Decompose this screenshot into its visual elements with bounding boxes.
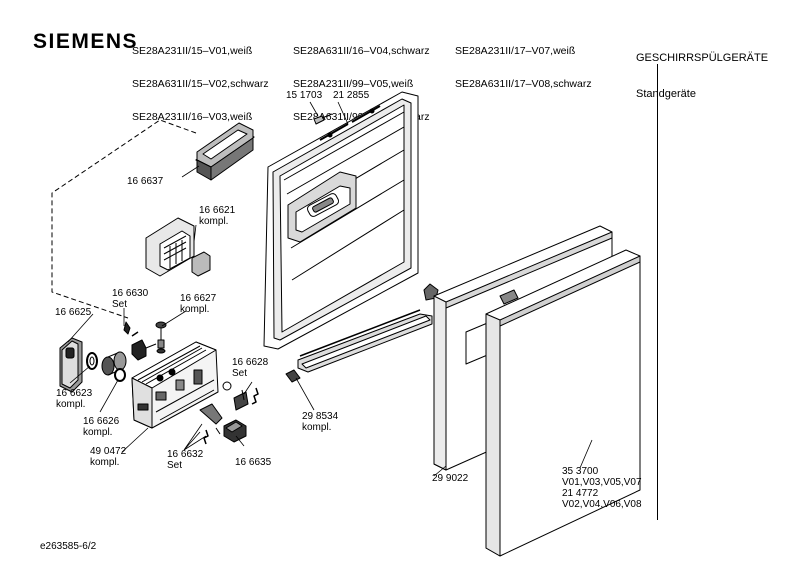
label-353700: 35 3700 V01,V03,V05,V07 21 4772 V02,V04,… <box>562 466 642 510</box>
page-divider <box>657 64 658 520</box>
dispenser-cover-166621 <box>145 217 211 277</box>
category-line: Standgeräte <box>636 88 696 100</box>
lid-part-166625 <box>59 337 83 393</box>
inner-door-panel <box>263 91 419 350</box>
brand-logo: SIEMENS <box>33 30 139 53</box>
model-line: SE28A631II/15–V02,schwarz <box>132 78 269 90</box>
screw-151703 <box>313 113 333 125</box>
front-panel-353700 <box>485 249 641 557</box>
category-line: GESCHIRRSPÜLGERÄTE <box>636 52 769 64</box>
label-166626: 16 6626 kompl. <box>83 416 120 438</box>
lever-set-166632 <box>199 403 223 445</box>
handle-bar-298534 <box>285 283 439 383</box>
assembly-dashed-line <box>51 119 197 319</box>
label-166635: 16 6635 <box>235 457 272 468</box>
spring-set-166630 <box>123 321 139 337</box>
label-299022: 29 9022 <box>432 473 469 484</box>
model-list-col1: SE28A231II/15–V01,weiß SE28A631II/15–V02… <box>132 24 269 134</box>
valve-166627 <box>155 321 167 354</box>
model-line: SE28A231II/15–V01,weiß <box>132 45 253 57</box>
label-151703: 15 1703 <box>286 90 323 101</box>
seal-ring-166623 <box>86 352 98 370</box>
gasket-frame-166637 <box>195 122 255 181</box>
label-212855: 21 2855 <box>333 90 370 101</box>
dispenser-housing-490472 <box>131 341 219 429</box>
model-line: SE28A231II/16–V03,weiß <box>132 111 253 123</box>
category-heading: GESCHIRRSPÜLGERÄTE Standgeräte <box>636 28 768 112</box>
label-490472: 49 0472 kompl. <box>90 446 127 468</box>
label-298534: 29 8534 kompl. <box>302 411 339 433</box>
label-166625: 16 6625 <box>55 307 92 318</box>
spring-set-166628 <box>222 381 259 411</box>
model-line: SE28A231II/99–V05,weiß <box>293 78 414 90</box>
model-line: SE28A631II/16–V04,schwarz <box>293 45 430 57</box>
model-list-col3: SE28A231II/17–V07,weiß SE28A631II/17–V08… <box>455 24 592 101</box>
cylinder-166626 <box>101 351 127 382</box>
leader-lines <box>67 101 593 477</box>
pivot-part <box>131 339 157 361</box>
label-166630: 16 6630 Set <box>112 288 149 310</box>
model-line: SE28A231II/17–V07,weiß <box>455 45 576 57</box>
label-166628: 16 6628 Set <box>232 357 269 379</box>
label-166621: 16 6621 kompl. <box>199 205 236 227</box>
switch-166635 <box>223 419 247 443</box>
label-166623: 16 6623 kompl. <box>56 388 93 410</box>
label-166627: 16 6627 kompl. <box>180 293 217 315</box>
label-166637: 16 6637 <box>127 176 164 187</box>
drawing-number: e263585-6/2 <box>40 541 97 552</box>
model-line: SE28A631II/17–V08,schwarz <box>455 78 592 90</box>
label-166632: 16 6632 Set <box>167 449 204 471</box>
